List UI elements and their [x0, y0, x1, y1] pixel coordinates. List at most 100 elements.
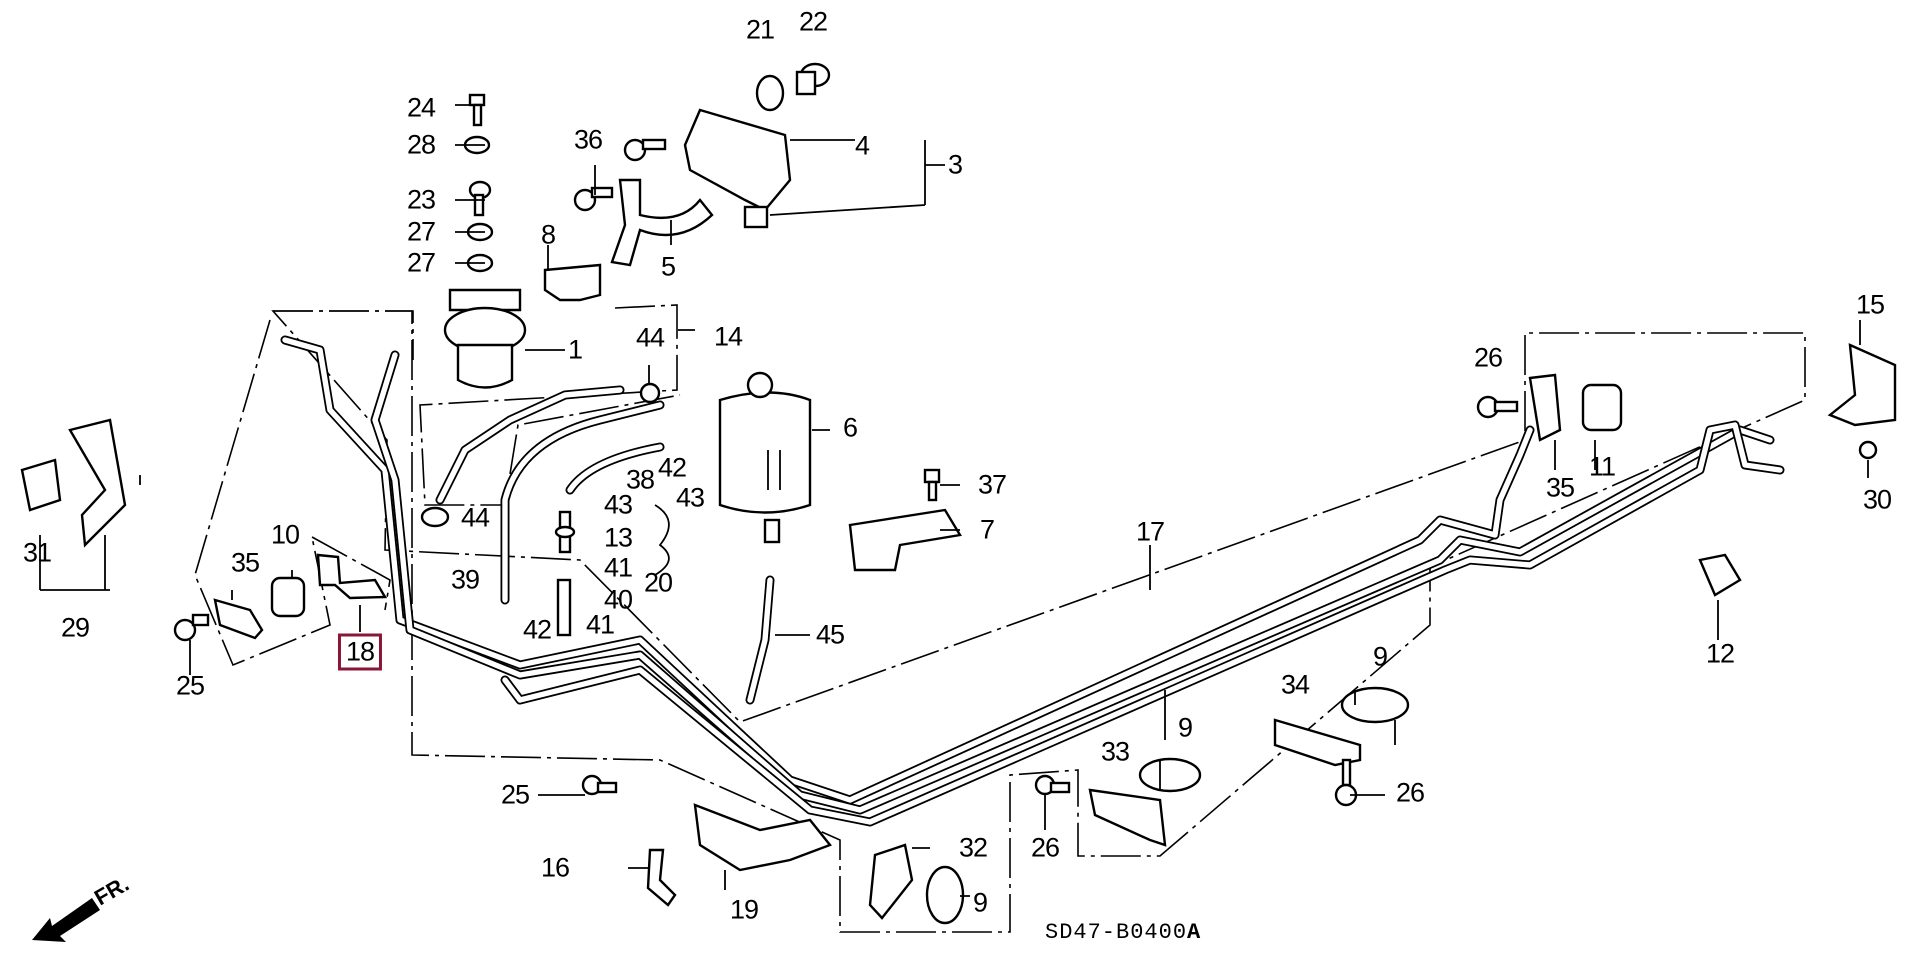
hose-39[interactable] [500, 400, 665, 605]
bracket-19[interactable] [693, 803, 832, 872]
callout-14[interactable]: 14 [713, 321, 743, 352]
bolt-26a[interactable] [1034, 774, 1071, 796]
callout-30[interactable]: 30 [1862, 484, 1892, 515]
callout-23[interactable]: 23 [406, 184, 436, 215]
callout-6[interactable]: 6 [842, 412, 858, 443]
bracket-15[interactable] [1827, 343, 1897, 427]
cushion-9c[interactable] [1340, 686, 1410, 724]
connector-16[interactable] [646, 848, 677, 907]
callout-33[interactable]: 33 [1100, 736, 1130, 767]
callout-11[interactable]: 11 [1588, 451, 1616, 482]
callout-21[interactable]: 21 [745, 14, 775, 45]
bracket-29[interactable] [68, 418, 127, 548]
cushion-10[interactable] [270, 576, 306, 618]
clamp-32[interactable] [868, 843, 914, 920]
callout-31[interactable]: 31 [22, 537, 52, 568]
collar-22[interactable] [795, 62, 831, 96]
callout-15[interactable]: 15 [1855, 289, 1885, 320]
bolt-36a[interactable] [623, 138, 667, 162]
callout-38[interactable]: 38 [625, 464, 655, 495]
clip-30[interactable] [1858, 440, 1878, 460]
clamp-44a[interactable] [639, 382, 661, 404]
callout-16[interactable]: 16 [540, 852, 570, 883]
callout-35-left[interactable]: 35 [230, 547, 260, 578]
callout-5[interactable]: 5 [660, 251, 676, 282]
canister-6[interactable] [718, 371, 812, 544]
clamp-33[interactable] [1088, 788, 1167, 847]
cushion-9a[interactable] [925, 865, 965, 925]
mount-4[interactable] [683, 108, 792, 212]
callout-20[interactable]: 20 [643, 567, 673, 598]
cushion-3[interactable] [743, 205, 769, 229]
callout-43-left[interactable]: 43 [603, 489, 633, 520]
callout-41-upper[interactable]: 41 [603, 552, 633, 583]
clip-12[interactable] [1698, 553, 1742, 597]
bolt-26c[interactable] [1476, 395, 1519, 419]
callout-13[interactable]: 13 [603, 522, 633, 553]
clip-20[interactable] [654, 504, 670, 576]
hose-14[interactable] [435, 385, 625, 505]
callout-25-bottom[interactable]: 25 [500, 779, 530, 810]
bolt-25a[interactable] [173, 613, 210, 642]
callout-28[interactable]: 28 [406, 129, 436, 160]
callout-35-right[interactable]: 35 [1545, 472, 1575, 503]
callout-37[interactable]: 37 [977, 469, 1007, 500]
callout-26-top[interactable]: 26 [1473, 342, 1503, 373]
callout-9-bottom[interactable]: 9 [972, 887, 988, 918]
callout-29[interactable]: 29 [60, 612, 90, 643]
bracket-5[interactable] [610, 178, 714, 267]
clamp-8[interactable] [543, 263, 602, 302]
bolt-26b[interactable] [1334, 758, 1358, 807]
bolt-25b[interactable] [581, 774, 618, 796]
bracket-7[interactable] [848, 508, 962, 572]
callout-42-lower[interactable]: 42 [522, 614, 552, 645]
cushion-11[interactable] [1581, 383, 1623, 432]
callout-26-bottom[interactable]: 26 [1030, 832, 1060, 863]
callout-43-right[interactable]: 43 [675, 482, 705, 513]
bolt-36b[interactable] [573, 186, 614, 212]
clip-31[interactable] [20, 458, 62, 512]
callout-32[interactable]: 32 [958, 832, 988, 863]
callout-7[interactable]: 7 [979, 514, 995, 545]
callout-1[interactable]: 1 [567, 334, 583, 365]
fuel-filter-1[interactable] [443, 288, 527, 389]
callout-27-lower[interactable]: 27 [406, 247, 436, 278]
callout-10[interactable]: 10 [270, 519, 300, 550]
fuel-pipe-17[interactable] [280, 335, 1785, 827]
callout-44-upper[interactable]: 44 [635, 322, 665, 353]
callout-40[interactable]: 40 [603, 584, 633, 615]
callout-24[interactable]: 24 [406, 92, 436, 123]
callout-25-left[interactable]: 25 [175, 670, 205, 701]
clamp-35b[interactable] [1528, 373, 1562, 442]
callout-17[interactable]: 17 [1135, 516, 1165, 547]
callout-41-lower[interactable]: 41 [585, 609, 615, 640]
cushion-9b[interactable] [1138, 757, 1202, 793]
callout-12[interactable]: 12 [1705, 638, 1735, 669]
callout-19[interactable]: 19 [729, 894, 759, 925]
callout-4[interactable]: 4 [854, 130, 870, 161]
clamp-35a[interactable] [213, 598, 264, 640]
clamp-34[interactable] [1273, 718, 1362, 767]
bolt-37[interactable] [923, 468, 941, 502]
bushing-21[interactable] [755, 74, 785, 112]
callout-9-right[interactable]: 9 [1372, 641, 1388, 672]
callout-3[interactable]: 3 [947, 149, 963, 180]
callout-42-upper[interactable]: 42 [657, 452, 687, 483]
callout-8[interactable]: 8 [540, 219, 556, 250]
bolt-24[interactable] [468, 93, 486, 127]
callout-18-highlighted[interactable]: 18 [337, 633, 383, 671]
callout-26-right[interactable]: 26 [1395, 777, 1425, 808]
bracket-18[interactable] [316, 553, 388, 600]
callout-45[interactable]: 45 [815, 619, 845, 650]
callout-34[interactable]: 34 [1280, 669, 1310, 700]
callout-36[interactable]: 36 [573, 124, 603, 155]
callout-39[interactable]: 39 [450, 564, 480, 595]
callout-22[interactable]: 22 [798, 6, 828, 37]
screw-23[interactable] [468, 180, 492, 217]
callout-9-middle[interactable]: 9 [1177, 712, 1193, 743]
callout-44-lower[interactable]: 44 [460, 502, 490, 533]
joint-13[interactable] [554, 510, 576, 554]
callout-27-upper[interactable]: 27 [406, 216, 436, 247]
clamp-44b[interactable] [420, 506, 450, 528]
hose-40[interactable] [556, 578, 572, 637]
